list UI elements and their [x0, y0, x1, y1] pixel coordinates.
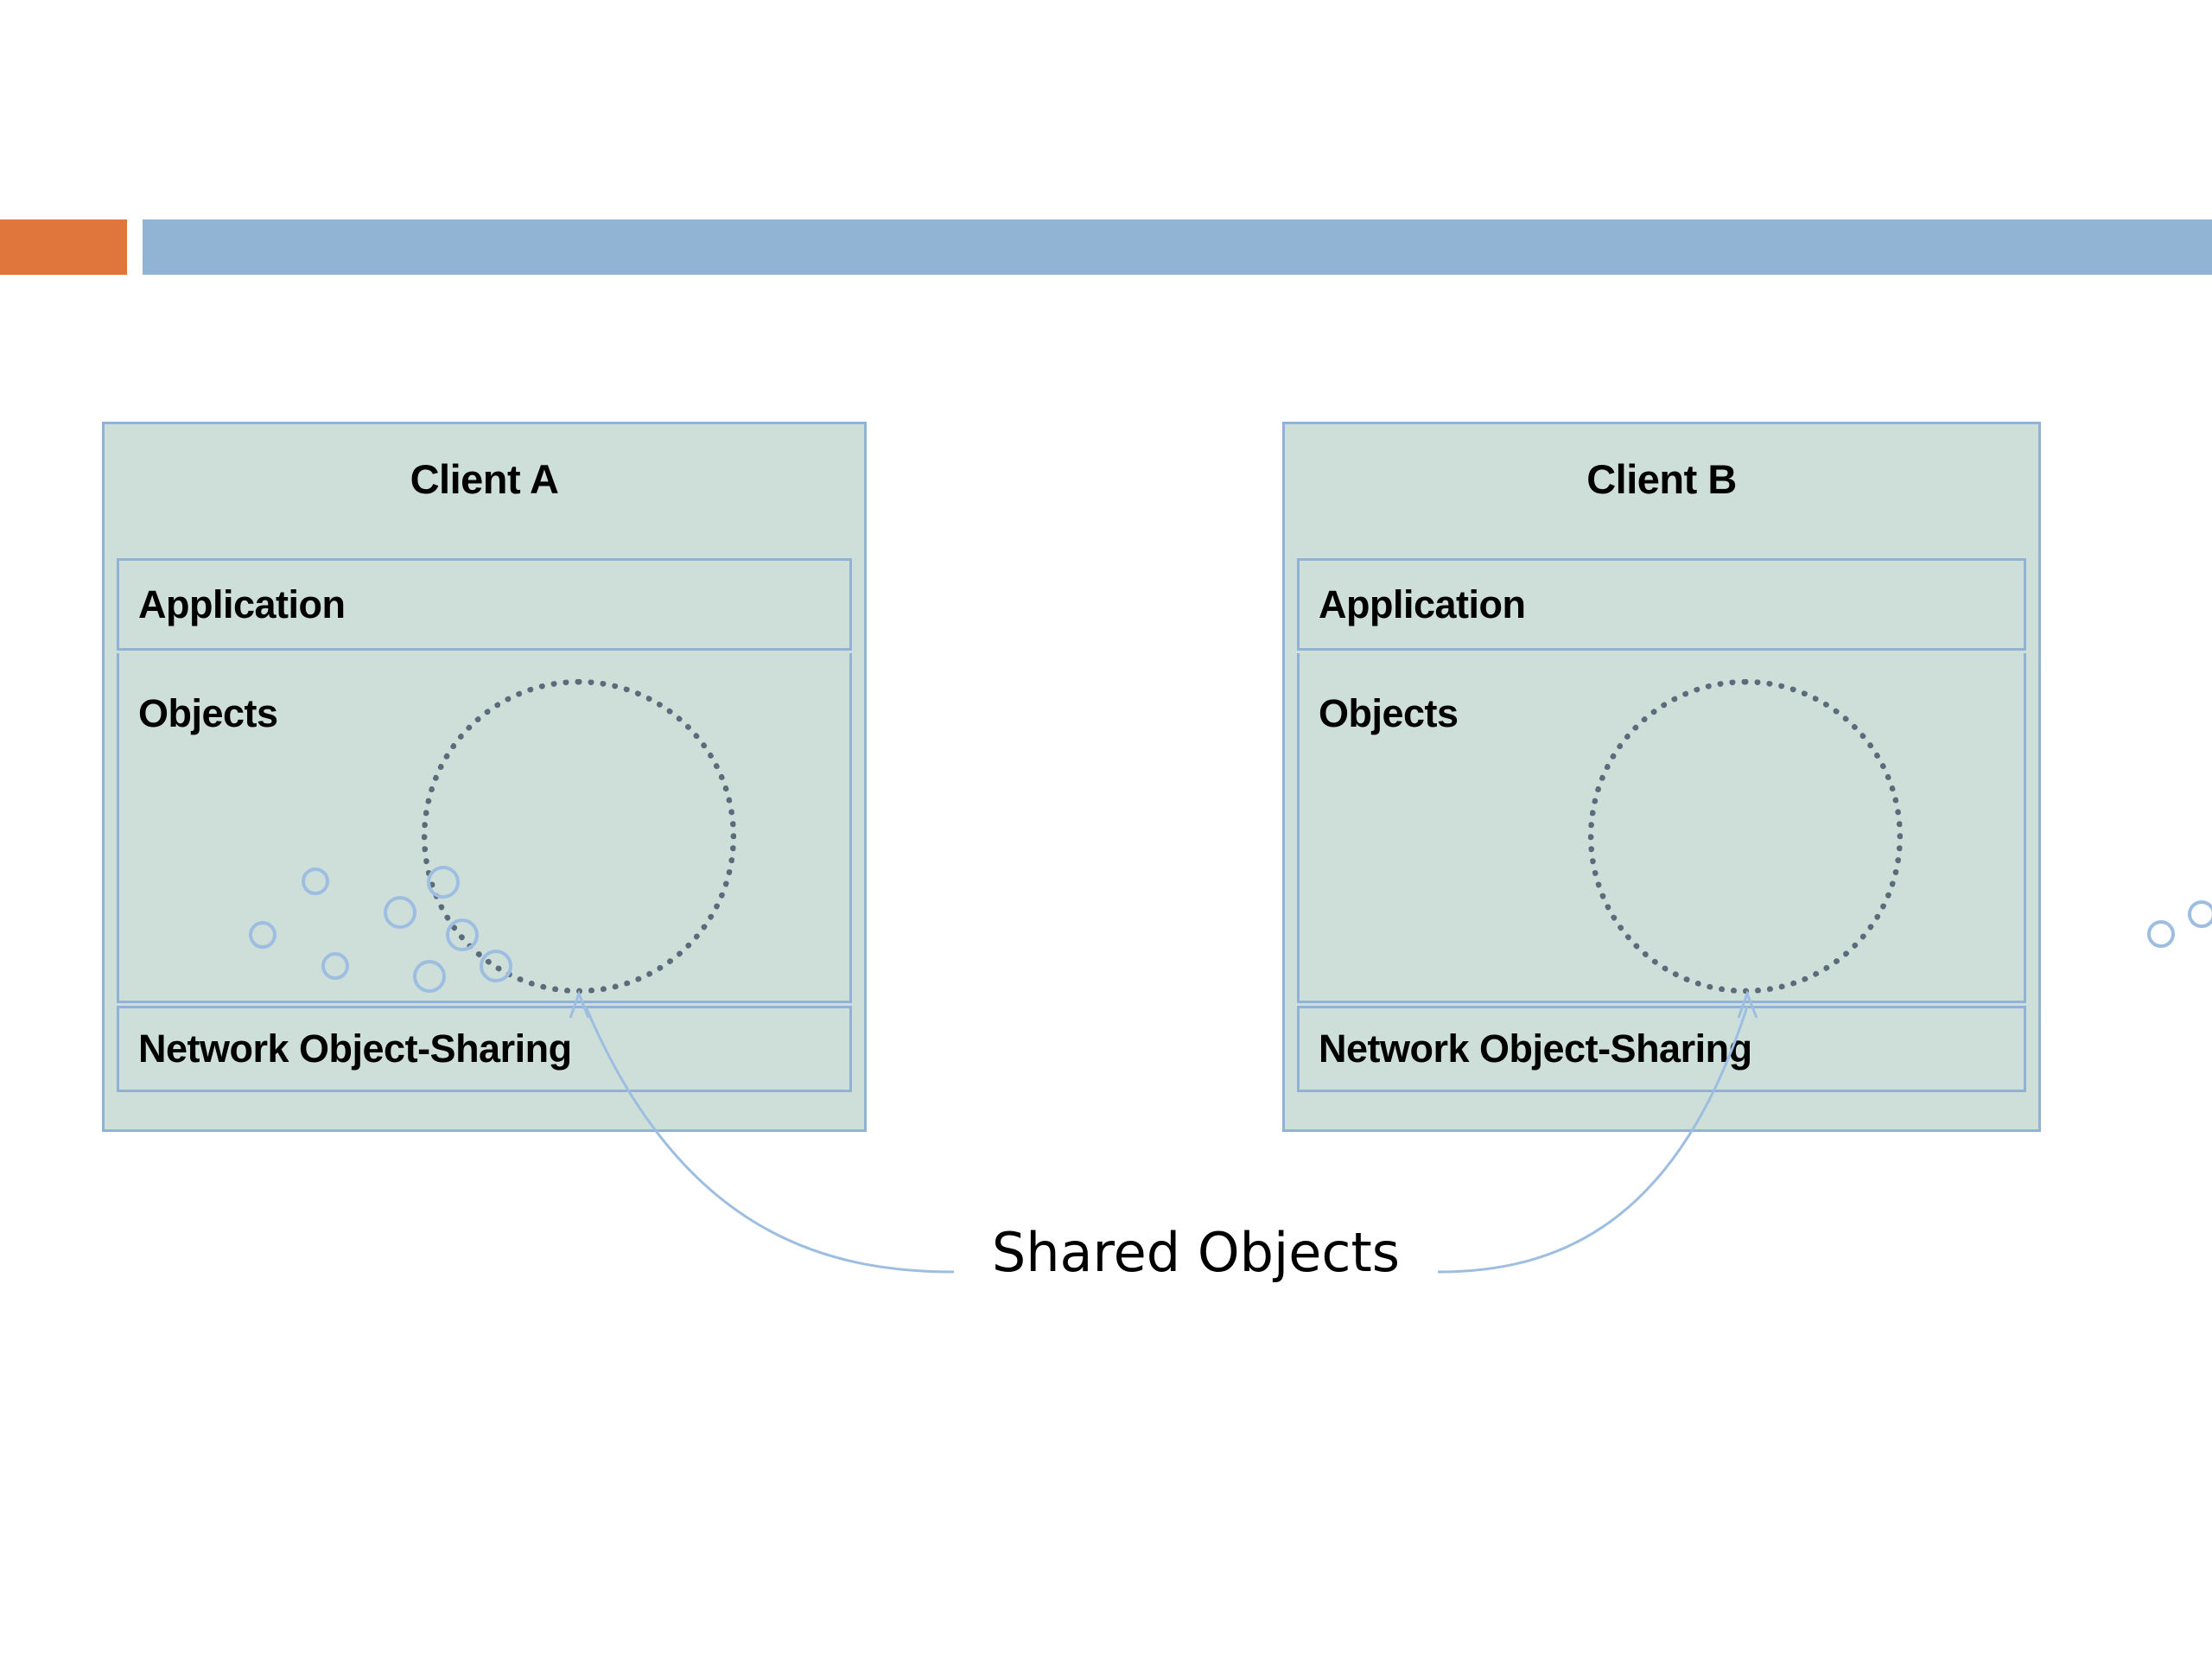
client-b-shared-objects-boundary [1588, 679, 1903, 994]
client-a-shared-object-3 [446, 918, 479, 951]
client-a-shared-object-1 [427, 866, 460, 899]
client-a-local-object-1 [302, 868, 329, 895]
client-a-shared-object-5 [413, 960, 446, 993]
client-a-network-label: Network Object-Sharing [138, 1027, 572, 1071]
client-b-layer-objects: Objects [1297, 653, 2026, 1003]
header-accent-orange [0, 219, 127, 275]
client-a-layer-network: Network Object-Sharing [117, 1006, 852, 1092]
client-a-local-object-3 [321, 952, 349, 980]
client-a-shared-object-4 [480, 950, 512, 982]
client-a-local-object-2 [249, 921, 276, 949]
client-a-layer-application: Application [117, 558, 852, 651]
client-b-network-label: Network Object-Sharing [1319, 1027, 1752, 1071]
client-b-local-object-2 [2147, 920, 2175, 948]
client-a-title: Client A [410, 456, 559, 502]
client-b-layer-network: Network Object-Sharing [1297, 1006, 2026, 1092]
client-b-application-label: Application [1319, 582, 1526, 626]
client-b-layer-application: Application [1297, 558, 2026, 651]
client-a-objects-label: Objects [138, 691, 278, 735]
client-a-layer-objects: Objects [117, 653, 852, 1003]
header-accent-blue [143, 219, 2212, 275]
client-a-shared-object-2 [384, 896, 416, 929]
client-b-title: Client B [1586, 456, 1737, 502]
client-panel-a: Client A Application Objects Network Obj… [102, 422, 867, 1132]
client-b-local-object-1 [2188, 900, 2212, 928]
shared-objects-callout-label: Shared Objects [991, 1221, 1401, 1284]
client-a-application-label: Application [138, 582, 346, 626]
client-b-objects-label: Objects [1319, 691, 1459, 735]
